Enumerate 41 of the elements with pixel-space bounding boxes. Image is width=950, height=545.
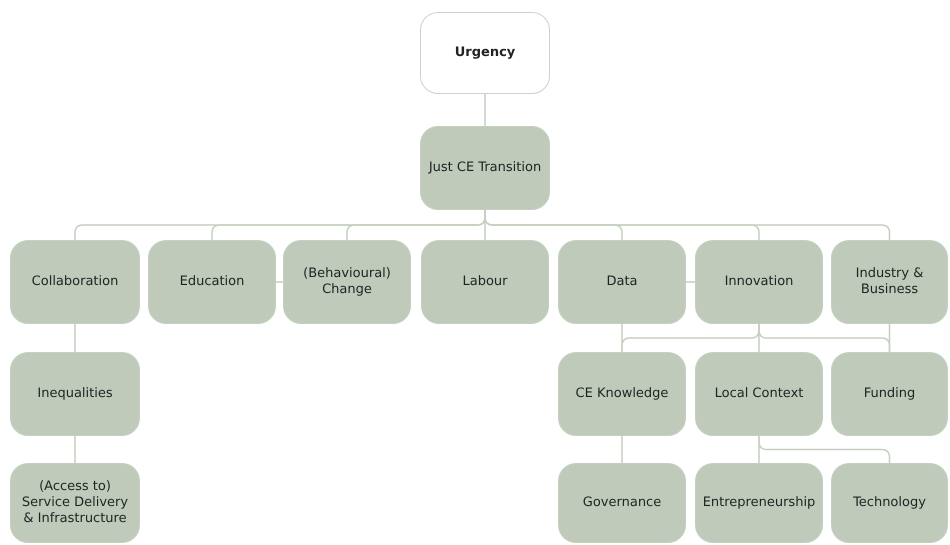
topic-box	[831, 463, 948, 543]
box-label: Innovation	[724, 274, 794, 290]
topic-box	[558, 352, 686, 436]
topic-box	[148, 240, 276, 324]
topic-box	[558, 463, 686, 543]
box-label: Funding	[864, 386, 916, 402]
topic-box	[558, 240, 686, 324]
box-label: (Behavioural) Change	[302, 266, 392, 298]
topic-box	[283, 240, 411, 324]
topic-box	[831, 352, 948, 436]
topic-box	[10, 240, 140, 324]
connector-line	[484, 94, 486, 126]
topic-box	[421, 240, 549, 324]
box-label: Urgency	[454, 45, 516, 61]
topic-box	[10, 352, 140, 436]
topic-box	[695, 240, 823, 324]
connector-line	[74, 324, 76, 352]
root-box	[420, 12, 550, 94]
box-label: Labour	[462, 274, 508, 290]
box-label: (Access to) Service Delivery & Infrastructure	[20, 479, 130, 527]
box-label: CE Knowledge	[576, 386, 668, 402]
topic-box	[695, 352, 823, 436]
box-label: Data	[606, 274, 638, 290]
connector-line	[74, 436, 76, 463]
topic-box	[10, 463, 140, 543]
connector-line	[621, 436, 623, 463]
topic-box	[695, 463, 823, 543]
topic-box	[831, 240, 948, 324]
connector-line	[888, 324, 890, 352]
topic-box	[420, 126, 550, 210]
box-label: Just CE Transition	[428, 160, 542, 176]
box-label: Industry & Business	[854, 266, 924, 298]
box-label: Entrepreneurship	[702, 495, 816, 511]
box-label: Local Context	[714, 386, 804, 402]
box-label: Collaboration	[32, 274, 118, 290]
box-label: Inequalities	[37, 386, 113, 402]
connector-line	[276, 281, 283, 283]
connector-line	[686, 281, 695, 283]
box-label: Education	[180, 274, 244, 290]
box-label: Governance	[582, 495, 662, 511]
box-label: Technology	[853, 495, 926, 511]
